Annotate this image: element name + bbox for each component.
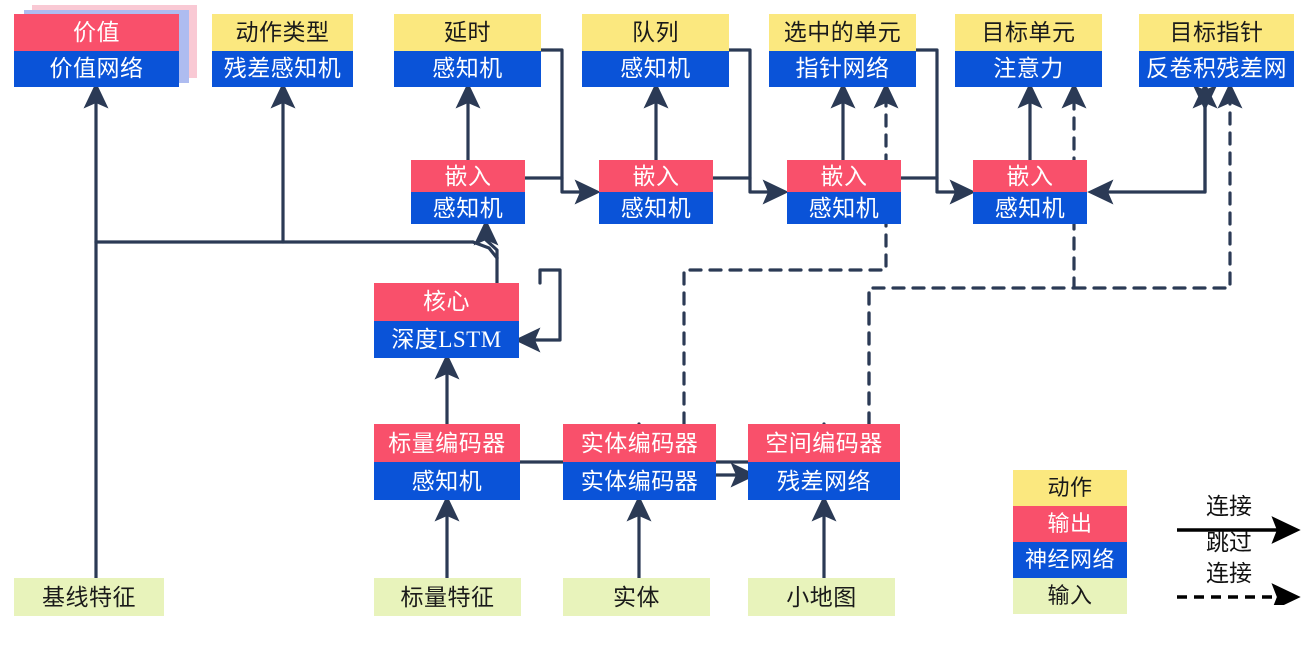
node-core-label-bottom: 深度LSTM <box>374 320 519 358</box>
node-action_type-label-bottom: 残差感知机 <box>212 50 353 87</box>
legend-arrows <box>1177 516 1301 605</box>
input-scalar_features[interactable]: 标量特征 <box>374 578 521 616</box>
node-embed2-label-bottom: 感知机 <box>599 192 713 224</box>
node-queue-label-bottom: 感知机 <box>582 50 729 87</box>
node-spatial_encoder[interactable]: 空间编码器残差网络 <box>748 424 900 500</box>
node-entity_encoder-label-bottom: 实体编码器 <box>563 462 716 500</box>
node-spatial_encoder-label-bottom: 残差网络 <box>748 462 900 500</box>
node-selected_units-label-top: 选中的单元 <box>769 14 916 51</box>
node-embed1-label-top: 嵌入 <box>411 160 525 192</box>
node-scalar_encoder[interactable]: 标量编码器感知机 <box>374 424 520 500</box>
legend-swatch-net: 神经网络 <box>1013 542 1127 578</box>
node-value-label-top: 价值 <box>14 14 179 51</box>
legend: 动作输出神经网络输入 <box>1013 470 1127 614</box>
node-spatial_encoder-label-top: 空间编码器 <box>748 424 900 462</box>
node-embed1-label-bottom: 感知机 <box>411 192 525 224</box>
node-target_unit-label-bottom: 注意力 <box>955 50 1102 87</box>
node-core-label-top: 核心 <box>374 283 519 321</box>
node-action_type[interactable]: 动作类型残差感知机 <box>212 14 353 87</box>
input-baseline_features[interactable]: 基线特征 <box>14 578 164 616</box>
node-target_unit[interactable]: 目标单元注意力 <box>955 14 1102 87</box>
legend-swatch-output: 输出 <box>1013 506 1127 542</box>
node-scalar_encoder-label-top: 标量编码器 <box>374 424 520 462</box>
node-target_point-label-bottom: 反卷积残差网 <box>1139 50 1294 87</box>
node-embed4-label-bottom: 感知机 <box>973 192 1087 224</box>
node-embed4[interactable]: 嵌入感知机 <box>973 160 1087 224</box>
node-target_point[interactable]: 目标指针反卷积残差网 <box>1139 14 1294 87</box>
node-embed3-label-top: 嵌入 <box>787 160 901 192</box>
node-embed2[interactable]: 嵌入感知机 <box>599 160 713 224</box>
legend-skip-label-line1: 跳过 <box>1206 530 1252 555</box>
node-core[interactable]: 核心深度LSTM <box>374 283 519 358</box>
node-target_point-label-top: 目标指针 <box>1139 14 1294 51</box>
legend-connection-label: 连接 <box>1206 494 1252 519</box>
node-selected_units-label-bottom: 指针网络 <box>769 50 916 87</box>
input-minimap[interactable]: 小地图 <box>748 578 895 616</box>
input-entities[interactable]: 实体 <box>563 578 710 616</box>
node-embed3-label-bottom: 感知机 <box>787 192 901 224</box>
node-scalar_encoder-label-bottom: 感知机 <box>374 462 520 500</box>
node-embed3[interactable]: 嵌入感知机 <box>787 160 901 224</box>
node-delay[interactable]: 延时感知机 <box>394 14 541 87</box>
node-entity_encoder[interactable]: 实体编码器实体编码器 <box>563 424 716 500</box>
node-queue-label-top: 队列 <box>582 14 729 51</box>
node-embed4-label-top: 嵌入 <box>973 160 1087 192</box>
node-selected_units[interactable]: 选中的单元指针网络 <box>769 14 916 87</box>
node-delay-label-bottom: 感知机 <box>394 50 541 87</box>
node-value[interactable]: 价值价值网络 <box>14 14 179 87</box>
legend-swatch-action: 动作 <box>1013 470 1127 506</box>
node-entity_encoder-label-top: 实体编码器 <box>563 424 716 462</box>
legend-skip-label-line2: 连接 <box>1206 561 1252 586</box>
legend-swatches: 动作输出神经网络输入 <box>1013 470 1127 614</box>
node-delay-label-top: 延时 <box>394 14 541 51</box>
node-value-label-bottom: 价值网络 <box>14 50 179 87</box>
node-embed2-label-top: 嵌入 <box>599 160 713 192</box>
node-queue[interactable]: 队列感知机 <box>582 14 729 87</box>
legend-swatch-input: 输入 <box>1013 578 1127 614</box>
node-action_type-label-top: 动作类型 <box>212 14 353 51</box>
node-embed1[interactable]: 嵌入感知机 <box>411 160 525 224</box>
node-target_unit-label-top: 目标单元 <box>955 14 1102 51</box>
